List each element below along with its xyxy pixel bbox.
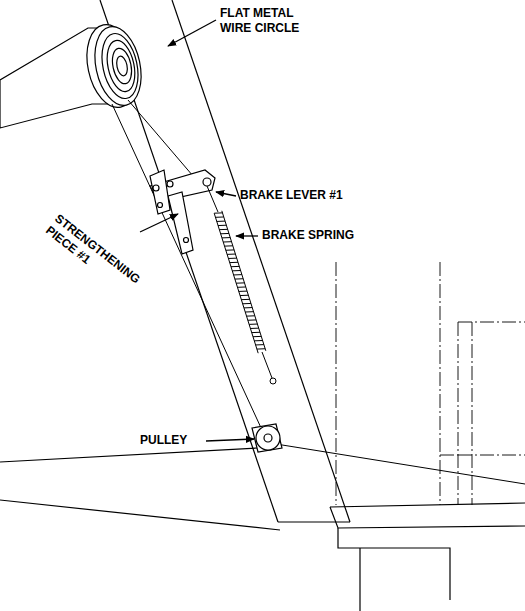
- plank: [330, 507, 525, 528]
- strengthening-piece: [168, 192, 193, 254]
- post-bottom: [278, 521, 350, 522]
- spring-coil: [248, 319, 256, 320]
- spring-outline: [222, 211, 266, 351]
- spring-coil: [241, 299, 249, 300]
- spring-coil: [245, 311, 253, 312]
- spring-coil: [235, 278, 243, 279]
- spring-coil: [223, 241, 231, 242]
- spring-coil: [252, 332, 260, 333]
- spring-coil: [225, 245, 233, 246]
- part-label: PULLEY: [140, 433, 187, 448]
- part-label: BRAKE SPRING: [262, 228, 354, 243]
- spring-coil: [239, 291, 247, 292]
- spring-coil: [219, 229, 227, 230]
- spring-coil: [249, 324, 257, 325]
- spring-coil: [257, 348, 265, 349]
- brake-spring: [207, 186, 276, 384]
- part-label: BRAKE LEVER #1: [240, 188, 343, 203]
- spring-coil: [228, 258, 236, 259]
- part-label: STRENGTHENING PIECE #1: [42, 211, 147, 302]
- spring-coil: [227, 254, 235, 255]
- post-edge: [172, 0, 350, 522]
- wire-drum: [0, 20, 148, 128]
- spring-coil: [247, 315, 255, 316]
- plank: [338, 528, 450, 600]
- spring-coil: [221, 233, 229, 234]
- leader-lines: [140, 20, 258, 441]
- spring-coil: [256, 344, 264, 345]
- spring-outline: [214, 213, 258, 353]
- spring-coil: [230, 262, 238, 263]
- spring-coil: [243, 303, 251, 304]
- wire: [112, 100, 525, 484]
- base-board: [0, 500, 280, 530]
- spring-coil: [236, 282, 244, 283]
- spring-coil: [240, 295, 248, 296]
- spring-coil: [231, 266, 239, 267]
- part-label: FLAT METAL WIRE CIRCLE: [220, 6, 320, 36]
- plank: [330, 503, 525, 507]
- spring-coil: [215, 216, 223, 217]
- spring-coil: [217, 221, 225, 222]
- spring-coil: [254, 340, 262, 341]
- spring-coil: [226, 249, 234, 250]
- pulley: [252, 424, 282, 452]
- base-board: [0, 448, 258, 462]
- spring-coil: [244, 307, 252, 308]
- spring-coil: [218, 225, 226, 226]
- spring-coil: [253, 336, 261, 337]
- spring-coil: [222, 237, 230, 238]
- spring-coil: [250, 328, 258, 329]
- spring-coil: [232, 270, 240, 271]
- spring-coil: [237, 286, 245, 287]
- brake-lever: [150, 170, 215, 254]
- plank: [359, 548, 360, 611]
- spring-coil: [214, 212, 222, 213]
- spring-coil: [234, 274, 242, 275]
